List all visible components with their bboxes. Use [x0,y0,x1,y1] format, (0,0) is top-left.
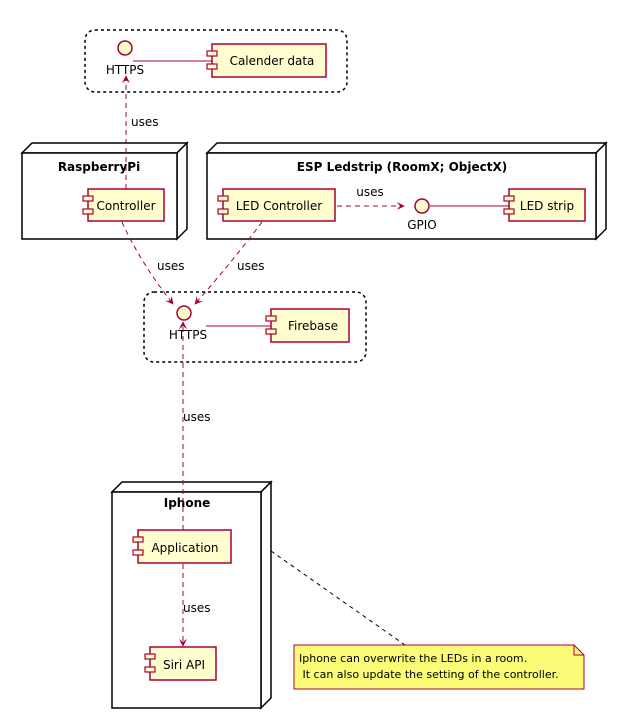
led-controller-label: LED Controller [236,199,322,213]
firebase-component: Firebase [265,308,350,343]
iphone-node-title: Iphone [164,496,211,510]
middle-https-label: HTTPS [169,328,207,342]
component-port-icon [206,63,218,70]
led-controller-box [222,188,336,222]
controller-component: Controller [82,188,165,222]
led-controller-component: LED Controller [217,188,336,222]
controller-box [87,188,165,222]
raspberry-node-title: RaspberryPi [58,160,140,174]
calender-data-box [211,43,327,78]
siri-api-box [149,646,217,681]
application-box [137,529,232,564]
iphone-node-side-face [260,480,272,710]
middle-https-interface-icon [176,305,192,321]
component-port-icon [217,195,229,202]
cloud-middle: HTTPS Firebase [143,291,367,363]
note-fold-icon [573,645,584,656]
application-label: Application [151,541,218,555]
component-port-icon [82,195,94,202]
controller-middle-uses-label: uses [157,259,185,273]
dependency-edges: uses uses uses uses uses [121,75,265,647]
component-port-icon [132,536,144,543]
raspberry-node-top-face [20,142,189,154]
controller-top-uses-label: uses [131,115,159,129]
application-middle-uses-label: uses [183,410,211,424]
note: Iphone can overwrite the LEDs in a room.… [270,550,585,690]
note-box [293,644,585,690]
component-port-icon [144,666,156,673]
application-siri-uses-label: uses [183,601,211,615]
note-line-1: Iphone can overwrite the LEDs in a room. [299,652,527,665]
controller-to-middle-https-arrow [121,221,174,305]
component-port-icon [217,208,229,215]
component-port-icon [144,653,156,660]
top-https-label: HTTPS [106,63,144,77]
iphone-node-top-face [110,481,273,493]
led-strip-box [508,188,586,222]
led-controller-uses-label: uses [356,185,384,199]
component-port-icon [132,549,144,556]
component-port-icon [82,208,94,215]
gpio-label: GPIO [407,218,437,232]
calender-data-label: Calender data [230,54,315,68]
note-connector [270,550,406,646]
cloud-top: HTTPS Calender data [84,29,348,93]
application-component: Application [132,529,232,564]
node-raspberrypi: RaspberryPi Controller [20,141,189,241]
esp-node-side-face [595,141,607,241]
firebase-box [270,308,350,343]
controller-label: Controller [96,199,155,213]
component-port-icon [206,50,218,57]
esp-node-title: ESP Ledstrip (RoomX; ObjectX) [297,160,507,174]
led-controller-middle-uses-label: uses [237,259,265,273]
note-line-2: It can also update the setting of the co… [299,668,559,681]
node-iphone: Iphone Application Siri API [110,480,273,710]
component-port-icon [503,195,515,202]
gpio-interface-icon [414,198,430,214]
siri-api-component: Siri API [144,646,217,681]
node-esp-ledstrip: ESP Ledstrip (RoomX; ObjectX) LED Contro… [205,141,608,241]
led-strip-label: LED strip [520,199,574,213]
raspberry-node-side-face [176,141,188,241]
siri-api-label: Siri API [163,658,205,672]
led-strip-component: LED strip [503,188,586,222]
component-port-icon [265,315,277,322]
calender-data-component: Calender data [206,43,327,78]
led-controller-to-middle-https-arrow [194,221,263,305]
top-https-interface-icon [117,40,133,56]
firebase-label: Firebase [288,319,338,333]
component-port-icon [265,328,277,335]
component-port-icon [503,208,515,215]
esp-node-top-face [205,142,608,154]
